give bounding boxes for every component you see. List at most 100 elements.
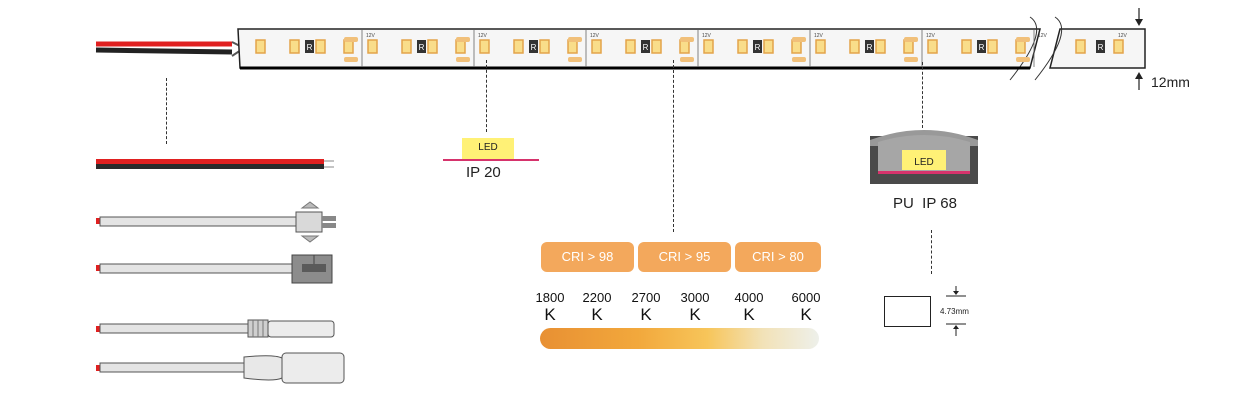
resistor-icon (529, 40, 538, 53)
cri-badge-98: CRI > 98 (541, 242, 634, 272)
ip20-led-label: LED (478, 142, 498, 153)
voltage-label: 12V (926, 33, 936, 39)
leader-line-cri (673, 60, 674, 232)
cut-pad (1016, 37, 1030, 42)
cut-pad (1016, 57, 1030, 62)
led-chip-icon (539, 39, 550, 54)
strip-segment: R 12V (927, 30, 1048, 67)
ip68-led-label: LED (914, 157, 934, 168)
led-chip-icon (513, 39, 524, 54)
led-chip-icon (1075, 39, 1086, 54)
ip68-caption: PU IP 68 (893, 195, 957, 212)
led-chip-icon (849, 39, 860, 54)
cut-pad (568, 57, 582, 62)
ip68-cross-section (870, 130, 978, 184)
bare-wire-icon (96, 159, 334, 169)
led-chip-icon (961, 39, 972, 54)
cut-pad (792, 57, 806, 62)
voltage-label: 12V (1118, 33, 1128, 39)
leader-line-ip20 (486, 60, 487, 132)
cut-pad (344, 37, 358, 42)
cut-pad (792, 37, 806, 42)
resistor-icon (641, 40, 650, 53)
led-chip-icon (479, 39, 490, 54)
leader-line-profile (931, 230, 932, 274)
strip-segment: R 12V (815, 30, 936, 67)
led-chip-icon (315, 39, 326, 54)
resistor-icon (417, 40, 426, 53)
resistor-label: R (867, 43, 873, 52)
led-chip-icon (255, 39, 266, 54)
strip-body (237, 16, 1146, 81)
strip-segment: R 12V (479, 30, 600, 67)
color-temperature-gradient (540, 328, 819, 349)
strip-width-dimension (1135, 8, 1143, 90)
led-chip-icon (367, 39, 378, 54)
led-chip-icon (651, 39, 662, 54)
ip20-base-line (443, 159, 539, 161)
jst-male-connector-icon (96, 201, 336, 243)
resistor-icon (977, 40, 986, 53)
voltage-label: 12V (366, 33, 376, 39)
cri-badge-80: CRI > 80 (735, 242, 821, 272)
profile-thickness-dimension (946, 286, 966, 336)
connector-options (96, 159, 345, 384)
resistor-label: R (643, 43, 649, 52)
strip-segment: R 12V (591, 30, 712, 67)
led-chip-icon (875, 39, 886, 54)
resistor-label: R (419, 43, 425, 52)
profile-box (884, 296, 931, 327)
led-chip-icon (427, 39, 438, 54)
led-chip-icon (815, 39, 826, 54)
resistor-icon (753, 40, 762, 53)
cut-pad (680, 57, 694, 62)
leader-line-ip68 (922, 62, 923, 128)
cut-pad (904, 37, 918, 42)
ip20-led-block (462, 138, 514, 159)
cut-pad (344, 57, 358, 62)
voltage-label: 12V (814, 33, 824, 39)
leader-line-wires (166, 78, 167, 144)
led-chip-icon (987, 39, 998, 54)
voltage-label: 12V (1038, 33, 1048, 39)
led-chip-icon (927, 39, 938, 54)
profile-thickness-label: 4.73mm (940, 307, 969, 316)
strip-segment: R 12V (367, 30, 488, 67)
cut-pad (680, 37, 694, 42)
cri-badge-95: CRI > 95 (638, 242, 731, 272)
cut-pad (456, 57, 470, 62)
resistor-icon (305, 40, 314, 53)
led-chip-icon (763, 39, 774, 54)
resistor-label: R (979, 43, 985, 52)
jst-female-connector-icon (96, 254, 333, 284)
led-chip-icon (1113, 39, 1124, 54)
led-chip-icon (289, 39, 300, 54)
led-chip-icon (737, 39, 748, 54)
resistor-label: R (307, 43, 313, 52)
strip-width-label: 12mm (1151, 74, 1190, 90)
resistor-icon (1096, 40, 1105, 53)
strip-segment-end: R 12V (1075, 33, 1128, 54)
led-chip-icon (703, 39, 714, 54)
led-chip-icon (591, 39, 602, 54)
voltage-label: 12V (478, 33, 488, 39)
voltage-label: 12V (702, 33, 712, 39)
resistor-label: R (531, 43, 537, 52)
led-chip-icon (401, 39, 412, 54)
voltage-label: 12V (590, 33, 600, 39)
strip-input-wires (95, 41, 246, 57)
cut-pad (904, 57, 918, 62)
cut-pad (456, 37, 470, 42)
dc-female-jack-icon (96, 352, 345, 384)
resistor-label: R (1098, 43, 1104, 52)
cut-pad (568, 37, 582, 42)
